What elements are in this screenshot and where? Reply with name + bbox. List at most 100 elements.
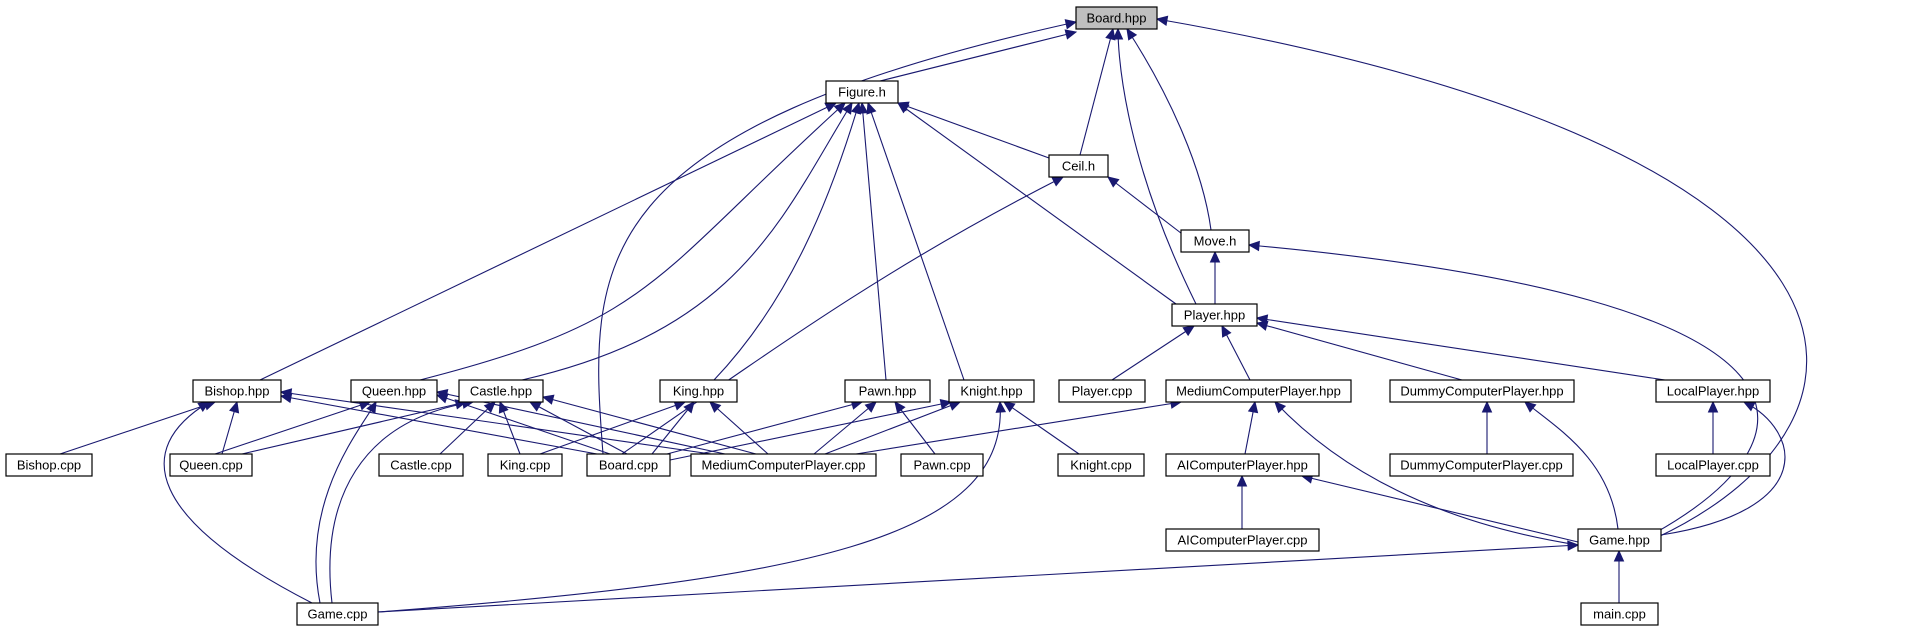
edge-line: [59, 401, 216, 455]
node-ai-hpp[interactable]: AIComputerPlayer.hpp: [1165, 453, 1320, 477]
node-box: [1389, 453, 1574, 477]
edge-line: [813, 401, 877, 455]
node-game-cpp[interactable]: Game.cpp: [296, 602, 379, 626]
node-box: [378, 453, 464, 477]
arrowhead: [683, 401, 695, 414]
edge-dummy_hpp-to-player_hpp: [1255, 320, 1463, 381]
node-local-hpp[interactable]: LocalPlayer.hpp: [1655, 379, 1771, 403]
node-ai-cpp[interactable]: AIComputerPlayer.cpp: [1165, 528, 1320, 552]
edge-line: [1660, 401, 1786, 536]
arrowhead: [1221, 324, 1232, 338]
edge-game_hpp-to-ai_hpp: [1300, 473, 1579, 543]
edge-line: [1256, 317, 1666, 381]
edge-line: [1301, 475, 1579, 543]
arrowhead: [435, 389, 449, 400]
edge-medium_cpp-to-pawn_hpp: [813, 401, 877, 455]
edge-game_cpp-to-knight_hpp: [377, 400, 1007, 613]
node-ceil-h[interactable]: Ceil.h: [1048, 154, 1109, 178]
node-label: MediumComputerPlayer.cpp: [701, 458, 865, 473]
arrowhead: [1742, 401, 1756, 412]
edge-knight_hpp-to-figure_h: [866, 101, 965, 381]
node-queen-hpp[interactable]: Queen.hpp: [350, 379, 438, 403]
edge-bishop_cpp-to-bishop_hpp: [59, 400, 217, 455]
edge-line: [897, 102, 1177, 305]
edge-ceil_h-to-figure_h: [896, 101, 1050, 159]
node-box: [5, 453, 93, 477]
node-box: [1389, 379, 1575, 403]
arrowhead: [1567, 540, 1580, 551]
node-local-cpp[interactable]: LocalPlayer.cpp: [1655, 453, 1771, 477]
node-label: Knight.hpp: [960, 384, 1022, 399]
arrowhead: [897, 102, 910, 114]
edge-line: [897, 102, 1050, 159]
arrowhead: [1002, 401, 1016, 413]
node-label: Castle.hpp: [470, 384, 532, 399]
node-box: [900, 453, 984, 477]
node-dummy-cpp[interactable]: DummyComputerPlayer.cpp: [1389, 453, 1574, 477]
edge-figure_h-to-board_hpp: [879, 29, 1078, 82]
edge-line: [521, 102, 853, 381]
node-game-hpp[interactable]: Game.hpp: [1577, 528, 1662, 552]
node-label: DummyComputerPlayer.cpp: [1400, 458, 1563, 473]
node-box: [1057, 453, 1145, 477]
edge-line: [329, 401, 474, 604]
node-player-hpp[interactable]: Player.hpp: [1171, 303, 1258, 327]
node-label: Game.cpp: [308, 607, 368, 622]
edge-line: [666, 401, 863, 455]
arrowhead: [842, 101, 853, 115]
edge-line: [709, 401, 769, 455]
node-label: Castle.cpp: [390, 458, 451, 473]
node-medium-cpp[interactable]: MediumComputerPlayer.cpp: [690, 453, 877, 477]
node-label: Player.cpp: [1072, 384, 1133, 399]
node-move-h[interactable]: Move.h: [1180, 229, 1250, 253]
node-label: LocalPlayer.hpp: [1667, 384, 1760, 399]
node-label: Board.hpp: [1087, 11, 1147, 26]
node-knight-cpp[interactable]: Knight.cpp: [1057, 453, 1145, 477]
node-medium-hpp[interactable]: MediumComputerPlayer.hpp: [1165, 379, 1352, 403]
node-box: [169, 453, 253, 477]
node-label: Board.cpp: [599, 458, 658, 473]
node-bishop-cpp[interactable]: Bishop.cpp: [5, 453, 93, 477]
node-board-hpp[interactable]: Board.hpp: [1075, 6, 1158, 30]
node-pawn-cpp[interactable]: Pawn.cpp: [900, 453, 984, 477]
node-box: [1580, 602, 1659, 626]
node-label: main.cpp: [1593, 607, 1646, 622]
arrowhead: [1126, 27, 1138, 41]
node-label: MediumComputerPlayer.hpp: [1176, 384, 1341, 399]
node-dummy-hpp[interactable]: DummyComputerPlayer.hpp: [1389, 379, 1575, 403]
arrowhead: [1209, 250, 1221, 263]
node-bishop-hpp[interactable]: Bishop.hpp: [192, 379, 282, 403]
edge-medium_hpp-to-player_hpp: [1221, 324, 1251, 381]
node-castle-hpp[interactable]: Castle.hpp: [458, 379, 544, 403]
node-king-hpp[interactable]: King.hpp: [659, 379, 738, 403]
edge-pawn_hpp-to-figure_h: [857, 101, 887, 381]
node-player-cpp[interactable]: Player.cpp: [1058, 379, 1146, 403]
edge-board_cpp-to-pawn_hpp: [666, 399, 864, 455]
edge-game_hpp-to-dummy_hpp: [1524, 401, 1619, 530]
node-box: [844, 379, 931, 403]
arrowhead: [1051, 176, 1065, 187]
node-label: AIComputerPlayer.hpp: [1177, 458, 1308, 473]
node-knight-hpp[interactable]: Knight.hpp: [948, 379, 1035, 403]
node-pawn-hpp[interactable]: Pawn.hpp: [844, 379, 931, 403]
node-box: [192, 379, 282, 403]
arrowhead: [1247, 240, 1260, 252]
node-board-cpp[interactable]: Board.cpp: [586, 453, 671, 477]
node-king-cpp[interactable]: King.cpp: [487, 453, 563, 477]
edge-move_h-to-board_hpp: [1126, 27, 1212, 231]
node-main-cpp[interactable]: main.cpp: [1580, 602, 1659, 626]
node-castle-cpp[interactable]: Castle.cpp: [378, 453, 464, 477]
node-box: [1577, 528, 1662, 552]
edge-line: [1079, 28, 1114, 156]
arrowhead: [229, 400, 240, 414]
node-figure-h[interactable]: Figure.h: [825, 80, 899, 104]
node-label: Player.hpp: [1184, 308, 1245, 323]
node-queen-cpp[interactable]: Queen.cpp: [169, 453, 253, 477]
edge-line: [241, 401, 467, 455]
edge-king_hpp-to-figure_h: [713, 101, 862, 381]
edge-line: [214, 401, 371, 455]
edge-dummy_cpp-to-dummy_hpp: [1481, 400, 1493, 454]
node-label: AIComputerPlayer.cpp: [1177, 533, 1307, 548]
edge-game_cpp-to-bishop_hpp: [163, 401, 313, 604]
edge-line: [280, 395, 598, 455]
